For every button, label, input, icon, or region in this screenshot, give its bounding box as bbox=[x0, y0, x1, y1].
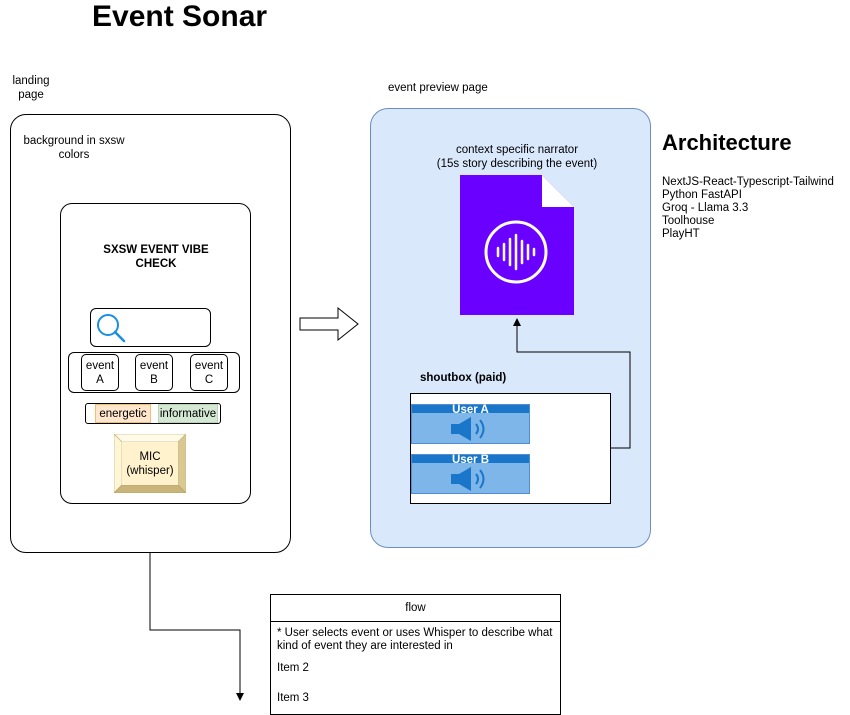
event-a-button[interactable]: event A bbox=[81, 354, 119, 391]
architecture-item: PlayHT bbox=[662, 228, 700, 240]
flow-list: flow * User selects event or uses Whispe… bbox=[270, 594, 561, 715]
vibe-energetic[interactable]: energetic bbox=[95, 404, 151, 423]
architecture-title: Architecture bbox=[662, 130, 792, 155]
flow-title: flow bbox=[271, 595, 560, 622]
audio-file-icon bbox=[460, 175, 574, 315]
flow-item: * User selects event or uses Whisper to … bbox=[277, 627, 553, 652]
search-icon bbox=[97, 314, 126, 343]
architecture-item: NextJS-React-Typescript-Tailwind bbox=[662, 176, 834, 188]
flow-item: Item 3 bbox=[277, 692, 309, 704]
mic-bevel bbox=[114, 434, 186, 493]
speaker-icon bbox=[451, 417, 485, 441]
app-heading: SXSW EVENT VIBE CHECK bbox=[103, 244, 209, 270]
user-b-message[interactable]: User B bbox=[411, 454, 530, 494]
architecture-item: Groq - Llama 3.3 bbox=[662, 202, 749, 214]
architecture-item: Python FastAPI bbox=[662, 189, 742, 201]
speaker-icon bbox=[451, 467, 485, 491]
vibe-informative[interactable]: informative bbox=[158, 404, 218, 423]
user-b-name: User B bbox=[451, 454, 490, 466]
page-title: Event Sonar bbox=[92, 0, 268, 33]
shoutbox-title: shoutbox (paid) bbox=[420, 372, 507, 384]
flow-item: Item 2 bbox=[277, 662, 309, 674]
mic-label: MIC (whisper) bbox=[126, 450, 174, 477]
event-c-button[interactable]: event C bbox=[190, 354, 228, 391]
search-box[interactable] bbox=[90, 308, 211, 347]
landing-page-label: landing page bbox=[12, 75, 50, 101]
event-b-button[interactable]: event B bbox=[135, 354, 173, 391]
architecture-item: Toolhouse bbox=[662, 215, 715, 227]
user-a-message[interactable]: User A bbox=[411, 404, 530, 444]
navigation-arrow bbox=[299, 306, 359, 342]
user-a-name: User A bbox=[452, 404, 489, 416]
architecture-list: NextJS-React-Typescript-Tailwind Python … bbox=[662, 176, 834, 241]
mic-button[interactable]: MIC (whisper) bbox=[114, 434, 186, 493]
narrator-label: context specific narrator (15s story des… bbox=[436, 144, 598, 170]
preview-page-label: event preview page bbox=[388, 82, 488, 94]
background-note: background in sxsw colors bbox=[23, 135, 125, 161]
